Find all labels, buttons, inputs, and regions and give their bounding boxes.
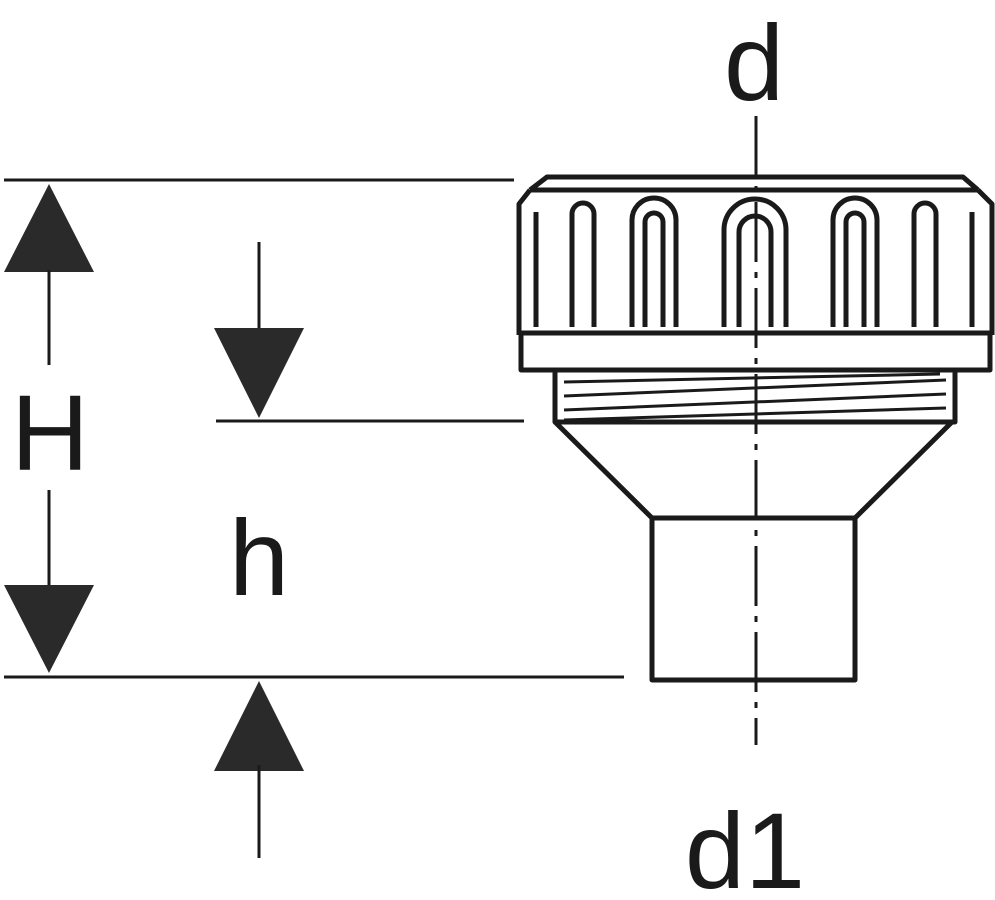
- cap-ribs: [533, 195, 975, 327]
- arrow-down-icon: [214, 328, 304, 418]
- label-d: d: [724, 2, 784, 123]
- spigot-d1: [649, 515, 858, 683]
- arrow-up-icon: [4, 184, 94, 272]
- dimension-h: h: [214, 242, 304, 858]
- arrow-down-icon: [4, 585, 94, 673]
- cone-reducer: [553, 420, 954, 521]
- cap-top: [528, 174, 980, 192]
- label-H: H: [11, 372, 89, 493]
- arrow-up-icon: [214, 681, 304, 771]
- label-h: h: [229, 497, 289, 618]
- label-d1: d1: [685, 790, 805, 900]
- cap-left-side: [516, 188, 532, 335]
- dimension-H: H: [4, 184, 94, 673]
- cap-right-side: [976, 188, 995, 335]
